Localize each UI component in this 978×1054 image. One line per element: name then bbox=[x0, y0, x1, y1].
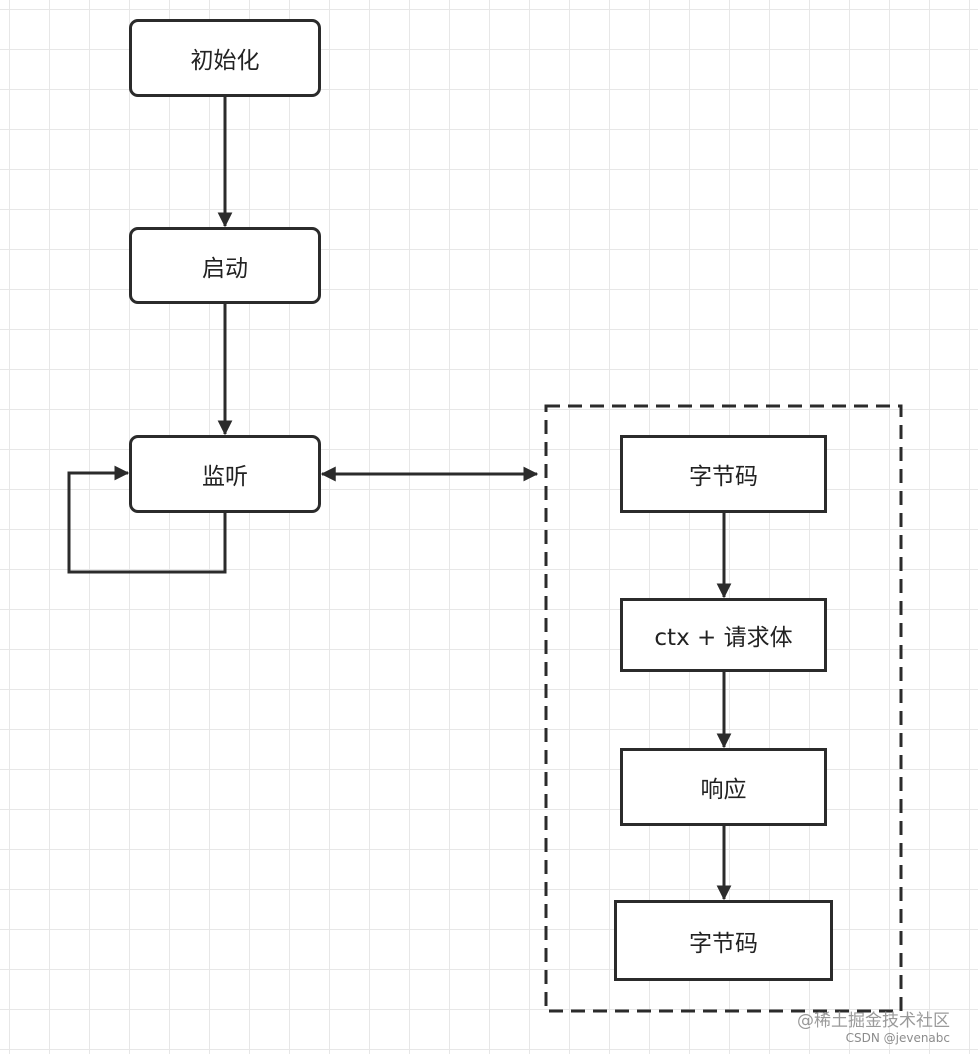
node-bytecode-in[interactable]: 字节码 bbox=[620, 435, 827, 513]
node-response-label: 响应 bbox=[700, 777, 747, 803]
node-listen-label: 监听 bbox=[202, 464, 248, 490]
watermark-juejin: @稀土掘金技术社区 bbox=[797, 1011, 950, 1031]
node-ctx-body[interactable]: ctx + 请求体 bbox=[620, 598, 827, 672]
dashed-group-frame bbox=[544, 404, 903, 1013]
node-init-label: 初始化 bbox=[190, 48, 260, 74]
node-bytecode-out-label: 字节码 bbox=[689, 930, 758, 957]
node-ctx-body-label: ctx + 请求体 bbox=[654, 625, 793, 651]
node-init[interactable]: 初始化 bbox=[129, 19, 321, 97]
node-listen[interactable]: 监听 bbox=[129, 435, 321, 513]
node-bytecode-in-label: 字节码 bbox=[689, 464, 758, 490]
node-bytecode-out[interactable]: 字节码 bbox=[614, 900, 833, 981]
watermark-csdn: CSDN @jevenabc bbox=[845, 1031, 950, 1045]
node-response[interactable]: 响应 bbox=[620, 748, 827, 826]
node-start-label: 启动 bbox=[202, 255, 248, 282]
edge-listen-self-loop bbox=[67, 465, 227, 574]
node-start[interactable]: 启动 bbox=[129, 227, 321, 304]
